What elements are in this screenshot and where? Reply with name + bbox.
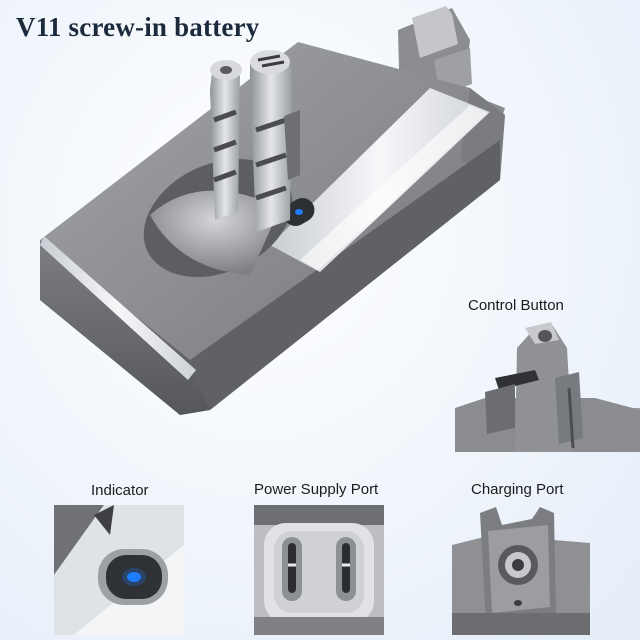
power-supply-port-detail-image — [254, 505, 384, 635]
page-title: V11 screw-in battery — [16, 12, 260, 42]
power-supply-port-label: Power Supply Port — [254, 481, 379, 498]
indicator-detail-image — [54, 505, 184, 635]
charging-port-detail-image — [452, 505, 590, 635]
charging-port-label: Charging Port — [471, 481, 564, 498]
control-button-label: Control Button — [468, 297, 564, 314]
indicator-label: Indicator — [91, 482, 149, 499]
control-button-detail-image — [455, 318, 640, 452]
battery-hero-image — [40, 6, 505, 415]
